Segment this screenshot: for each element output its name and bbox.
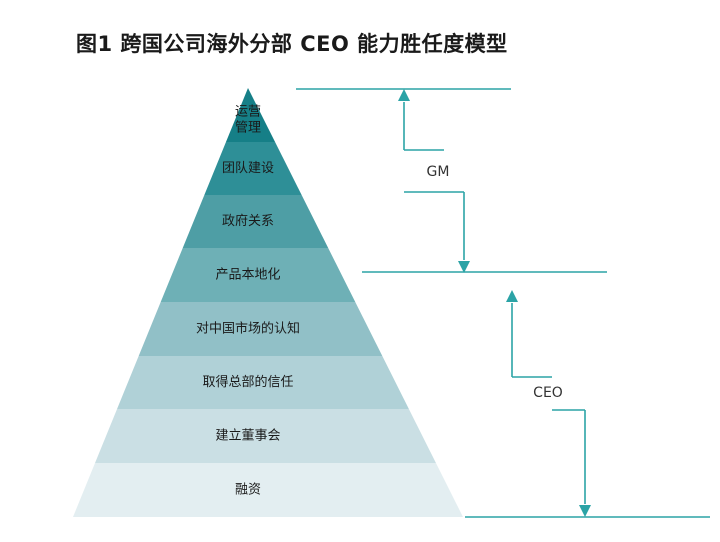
ceo-up-arrow — [506, 290, 518, 302]
pyramid-level-6-label: 取得总部的信任 — [202, 374, 293, 390]
role-brackets: GM CEO — [296, 88, 710, 518]
pyramid-level-4 — [160, 248, 356, 302]
pyramid-level-1-label: 运营 — [235, 105, 261, 120]
pyramid-level-5-label: 对中国市场的认知 — [196, 321, 300, 337]
gm-label: GM — [427, 164, 450, 180]
pyramid-level-5 — [138, 302, 383, 356]
pyramid-level-7-label: 建立董事会 — [215, 429, 280, 444]
pyramid-level-7 — [95, 409, 436, 463]
pyramid-level-8 — [73, 463, 463, 517]
pyramid-level-8-label: 融资 — [235, 483, 261, 498]
figure-title: 图1 跨国公司海外分部 CEO 能力胜任度模型 — [76, 32, 508, 56]
pyramid-level-6 — [117, 356, 409, 409]
gm-down-arrow — [458, 261, 470, 273]
gm-up-arrow — [398, 89, 410, 101]
pyramid-level-1 — [225, 88, 276, 142]
pyramid-level-2 — [204, 142, 302, 195]
pyramid-level-1-label: 管理 — [235, 121, 261, 136]
ceo-label: CEO — [533, 385, 563, 401]
pyramid-level-3-label: 政府关系 — [222, 214, 274, 229]
pyramid-level-4-label: 产品本地化 — [215, 268, 280, 283]
ceo-down-arrow — [579, 505, 591, 517]
pyramid-level-2-label: 团队建设 — [222, 161, 274, 176]
pyramid-level-3 — [182, 195, 329, 248]
